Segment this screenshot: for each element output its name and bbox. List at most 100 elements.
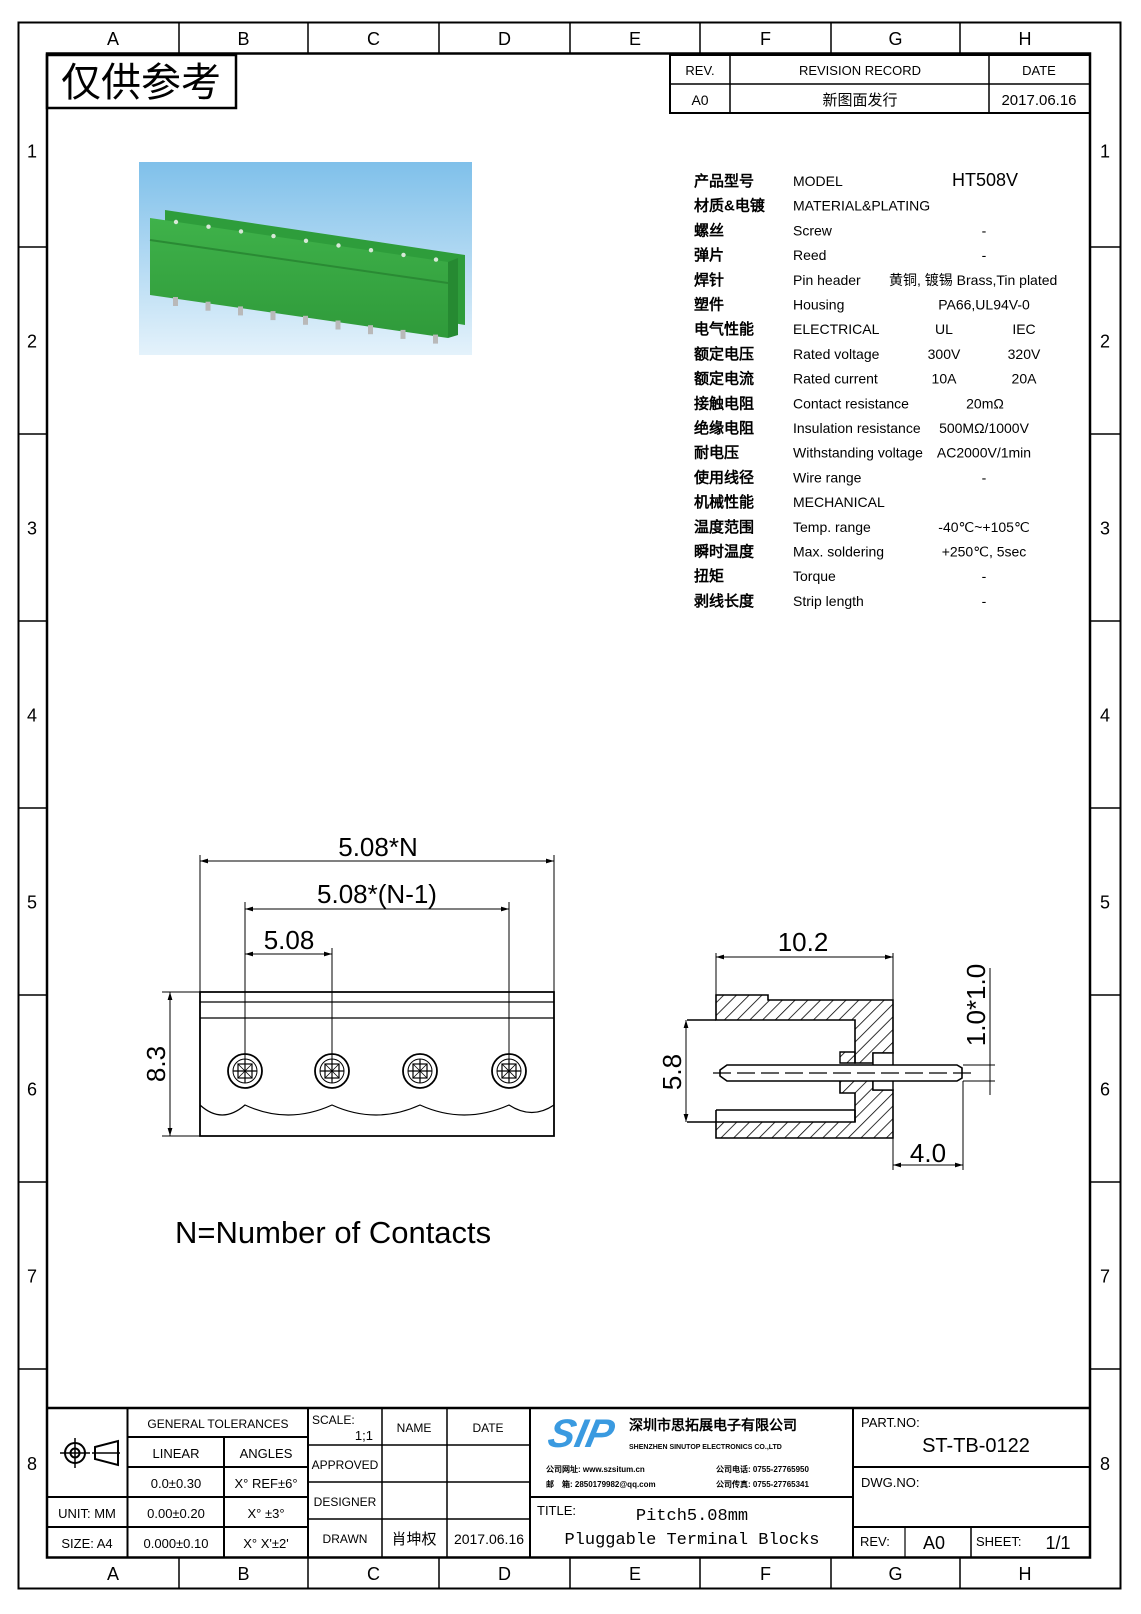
- stamp-text: 仅供参考: [61, 61, 221, 105]
- spec-label-en: Reed: [793, 247, 826, 263]
- dim-pitch: 5.08: [264, 925, 315, 955]
- title-line-2: Pluggable Terminal Blocks: [564, 1531, 819, 1550]
- spec-value: -: [982, 222, 987, 238]
- rev-header: REV.: [685, 63, 714, 78]
- company-fax: 公司传真: 0755-27765341: [716, 1479, 809, 1489]
- row-label-2-left: 2: [27, 332, 37, 352]
- spec-value: HT508V: [952, 170, 1018, 190]
- drawn-label: DRAWN: [323, 1532, 368, 1546]
- linear-label: LINEAR: [153, 1446, 200, 1461]
- row-label-4-right: 4: [1100, 706, 1110, 726]
- tolerance-angle-2: X° ±3°: [247, 1506, 284, 1521]
- column-label-H-bottom: H: [1019, 1564, 1032, 1584]
- spec-label-cn: 塑件: [694, 296, 724, 314]
- spec-label-cn: 弹片: [694, 246, 724, 264]
- spec-value: -: [982, 469, 987, 485]
- pin-tip-icon: [303, 238, 309, 243]
- side-view-drawing: 10.2 5.8 4.0 1.0*1.0: [657, 927, 995, 1170]
- spec-label-cn: 耐电压: [694, 444, 739, 462]
- pin-leg-icon: [173, 297, 178, 306]
- company-email: 邮 箱: 2850179982@qq.com: [546, 1479, 656, 1489]
- spec-label-cn: 产品型号: [694, 172, 754, 190]
- row-label-8-right: 8: [1100, 1454, 1110, 1474]
- spec-value: 300V: [928, 346, 961, 362]
- tolerance-linear-3: 0.000±0.10: [144, 1536, 209, 1551]
- spec-label-cn: 瞬时温度: [694, 543, 755, 561]
- spec-label-cn: 使用线径: [693, 468, 754, 486]
- revision-date: 2017.06.16: [1001, 92, 1076, 109]
- spec-label-en: Torque: [793, 568, 836, 584]
- pin-leg-icon: [238, 306, 243, 316]
- name-header: NAME: [397, 1421, 432, 1435]
- third-angle-projection-icon: [60, 1438, 120, 1468]
- company-logo: SIP: [544, 1410, 619, 1455]
- spec-label-cn: 剥线长度: [694, 592, 755, 610]
- pin-leg-icon: [335, 320, 341, 330]
- revision-record-header: REVISION RECORD: [799, 63, 921, 78]
- column-label-E-bottom: E: [629, 1564, 641, 1584]
- scale-value: 1;1: [355, 1428, 373, 1443]
- column-label-A-bottom: A: [107, 1564, 119, 1584]
- angles-label: ANGLES: [240, 1446, 293, 1461]
- spec-label-cn: 接触电阻: [694, 394, 754, 412]
- dim-height: 8.3: [141, 1046, 171, 1082]
- row-label-4-left: 4: [27, 706, 37, 726]
- sheet-value: 1/1: [1045, 1533, 1070, 1553]
- column-label-E-top: E: [629, 29, 641, 49]
- approved-label: APPROVED: [312, 1458, 379, 1472]
- spec-value: UL: [935, 321, 953, 337]
- spec-value-iec: 20A: [1012, 371, 1038, 387]
- company-name-cn: 深圳市思拓展电子有限公司: [629, 1417, 797, 1433]
- spec-label-cn: 材质&电镀: [694, 197, 766, 215]
- pin-leg-icon: [433, 334, 438, 344]
- company-name-en: SHENZHEN SINUTOP ELECTRONICS CO.,LTD: [629, 1444, 782, 1451]
- pin-tip-icon: [336, 243, 341, 248]
- title-block: GENERAL TOLERANCES LINEAR ANGLES 0.0±0.3…: [47, 1406, 1090, 1557]
- spec-label-cn: 温度范围: [694, 518, 754, 536]
- screw-terminal-icon: [402, 1053, 438, 1089]
- rev-label: REV:: [860, 1534, 890, 1549]
- row-label-6-right: 6: [1100, 1080, 1110, 1100]
- dwg-no-label: DWG.NO:: [861, 1475, 920, 1490]
- pin-tip-icon: [173, 219, 179, 225]
- reference-only-stamp: 仅供参考: [45, 53, 238, 110]
- column-label-D-bottom: D: [498, 1564, 511, 1584]
- product-photo: [139, 162, 472, 355]
- drawn-date: 2017.06.16: [454, 1531, 524, 1547]
- logo-text: SIP: [544, 1410, 619, 1455]
- front-view-drawing: 5.08*N 5.08*(N-1) 5.08 8.3: [141, 832, 555, 1137]
- spec-label-cn: 额定电压: [694, 345, 754, 363]
- drawn-by-name: 肖坤权: [391, 1531, 436, 1548]
- pin-tip-icon: [271, 233, 276, 239]
- designer-label: DESIGNER: [314, 1495, 377, 1509]
- revision-table: REV. REVISION RECORD DATE A0 新图面发行 2017.…: [669, 54, 1091, 114]
- column-label-H-top: H: [1019, 29, 1032, 49]
- column-label-B-top: B: [237, 29, 249, 49]
- spec-value: 500MΩ/1000V: [939, 420, 1030, 436]
- row-label-3-left: 3: [27, 519, 37, 539]
- spec-label-en: Housing: [793, 297, 844, 313]
- general-tolerances-label: GENERAL TOLERANCES: [147, 1417, 288, 1431]
- spec-label-en: Screw: [793, 222, 833, 238]
- company-website: 公司网址: www.szsitum.cn: [546, 1464, 645, 1474]
- spec-label-cn: 电气性能: [694, 320, 754, 338]
- row-label-2-right: 2: [1100, 332, 1110, 352]
- pin-tip-icon: [238, 229, 244, 234]
- sheet-label: SHEET:: [976, 1534, 1022, 1549]
- spec-value: -: [982, 568, 987, 584]
- spec-value: -40℃~+105℃: [938, 519, 1029, 535]
- row-label-5-right: 5: [1100, 893, 1110, 913]
- spec-label-en: Temp. range: [793, 519, 871, 535]
- spec-label-en: Strip length: [793, 593, 864, 609]
- pin-tip-icon: [433, 257, 439, 262]
